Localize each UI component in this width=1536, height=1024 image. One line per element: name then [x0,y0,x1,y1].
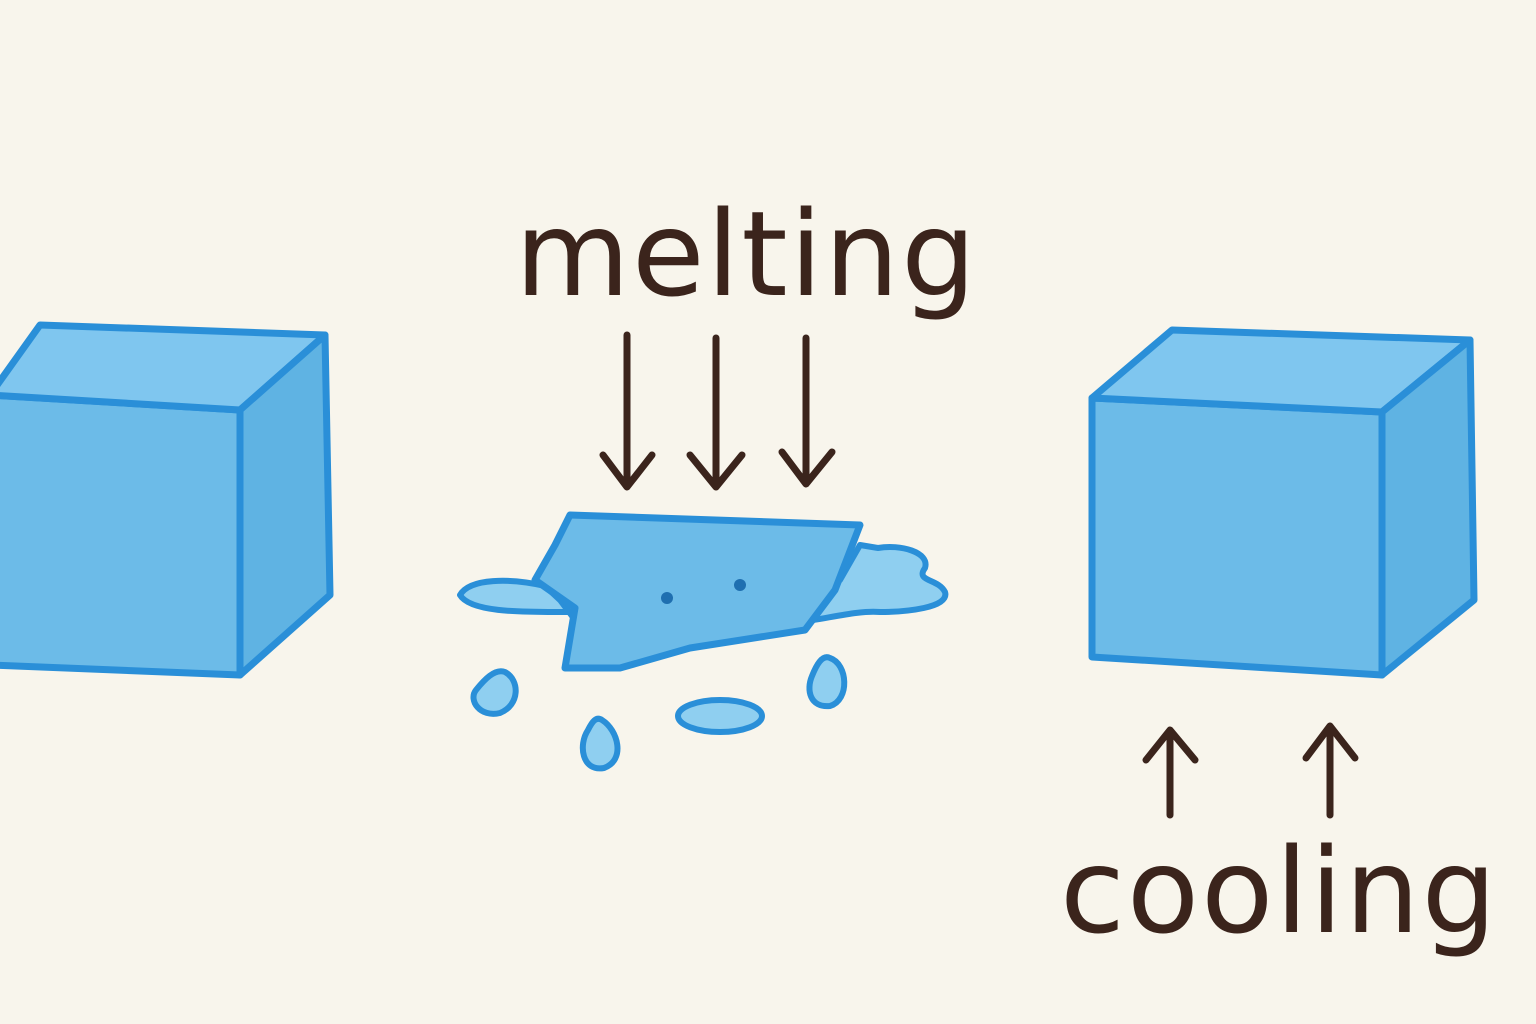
right-ice-cube [1088,326,1478,679]
cooling-arrows [1142,722,1359,819]
droplet-2 [579,715,621,772]
cooling-arrow-1 [1142,726,1199,819]
water-droplets [470,654,848,772]
droplet-4 [806,654,848,710]
melting-label: melting [515,185,978,323]
melting-arrow-1 [599,331,656,491]
melting-arrows [599,331,836,491]
droplet-3 [675,697,765,735]
melting-arrow-3 [778,334,836,488]
melting-ice-block [531,511,864,672]
cooling-arrow-2 [1302,722,1359,819]
droplet-1 [470,668,519,717]
cooling-label: cooling [1060,822,1499,960]
right-cube-front-face [1088,394,1386,679]
right-cube-side-face [1378,336,1478,679]
left-ice-cube [0,321,334,679]
left-cube-side-face [236,331,334,679]
melting-ice [457,511,949,672]
ice-eye-right [734,579,746,591]
ice-eye-left [661,592,673,604]
melting-arrow-2 [686,334,746,491]
left-cube-front-face [0,392,244,679]
